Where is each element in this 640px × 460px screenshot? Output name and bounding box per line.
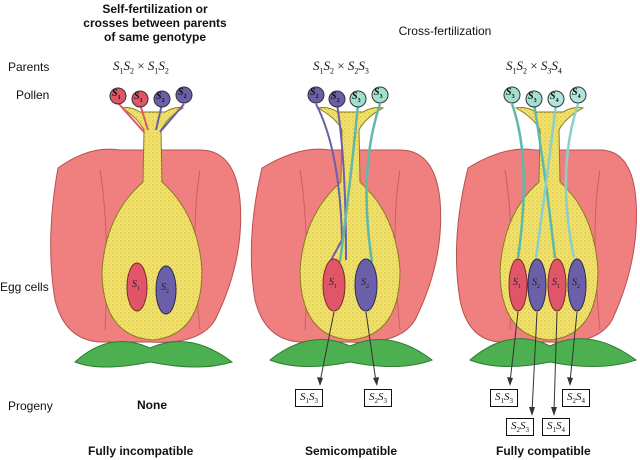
pollen-label-left-1: S1 (112, 88, 121, 101)
leaves-right (469, 338, 638, 367)
egg-cell-left-1 (126, 262, 148, 312)
cross-left: S1S2 × S1S2 (113, 58, 169, 76)
arrow-right-4 (569, 311, 578, 383)
pollen-grain-left-3 (153, 90, 171, 108)
egg-cell-right-2 (527, 258, 547, 312)
progeny-left: None (137, 398, 167, 412)
progeny-box-middle-1: S1S3 (295, 389, 323, 408)
pollen-grain-middle-1 (307, 86, 325, 104)
pollen-label-middle-2: S2 (331, 91, 340, 104)
pollen-label-middle-1: S2 (310, 87, 319, 100)
pistil-left (101, 107, 203, 341)
pollen-grain-left-2 (131, 90, 149, 108)
pistil-middle (299, 107, 401, 341)
arrow-right-1 (509, 311, 519, 383)
footer-middle: Semicompatible (305, 444, 398, 458)
arrow-right-3 (553, 311, 558, 413)
pollen-right (503, 86, 587, 108)
egg-cell-left-2 (155, 265, 177, 315)
pollen-label-middle-3: S3 (352, 91, 361, 104)
pollen-grain-right-1 (503, 86, 521, 104)
pollen-label-right-1: S3 (506, 87, 515, 100)
leaves-left (74, 341, 234, 368)
pollen-grain-left-1 (109, 87, 127, 105)
progeny-box-middle-2: S2S3 (364, 389, 392, 408)
progeny-box-right-4: S1S4 (542, 418, 570, 437)
leaves-middle (269, 339, 434, 367)
flower-middle (250, 103, 442, 386)
egg-label-middle-1: S1 (329, 277, 337, 290)
progeny-box-right-1: S1S3 (490, 389, 518, 408)
egg-label-right-1: S1 (513, 277, 521, 290)
pollen-grain-right-2 (525, 90, 543, 108)
footer-left: Fully incompatible (88, 444, 194, 458)
pollen-label-right-2: S3 (528, 91, 537, 104)
egg-cell-right-4 (567, 258, 587, 312)
pollen-grain-right-4 (569, 86, 587, 104)
progeny-box-right-2: S2S4 (562, 389, 590, 408)
row-label-pollen: Pollen (16, 88, 50, 102)
arrow-middle-2 (365, 311, 377, 383)
egg-cell-right-1 (508, 258, 528, 312)
pollen-grain-middle-3 (349, 90, 367, 108)
flower-right (455, 103, 638, 416)
pollen-label-middle-4: S3 (374, 87, 383, 100)
header-left: Self-fertilization or crosses between pa… (70, 2, 240, 44)
egg-label-left-1: S1 (132, 279, 140, 292)
arrow-middle-1 (319, 311, 335, 383)
progeny-box-right-3: S2S3 (506, 418, 534, 437)
pollen-left (109, 86, 193, 108)
pollen-label-right-3: S4 (550, 91, 559, 104)
egg-label-left-2: S2 (161, 282, 169, 295)
egg-label-middle-2: S2 (361, 277, 369, 290)
header-left-line-2: crosses between parents (83, 16, 227, 30)
pollen-middle (307, 86, 389, 108)
egg-label-right-3: S1 (552, 277, 560, 290)
pollen-label-right-4: S4 (572, 87, 581, 100)
header-right: Cross-fertilization (398, 24, 492, 38)
footer-right: Fully compatible (496, 444, 591, 458)
arrow-right-2 (531, 311, 538, 413)
pollen-grain-right-3 (547, 90, 565, 108)
egg-label-right-2: S2 (532, 277, 540, 290)
cross-right: S1S2 × S3S4 (506, 58, 562, 76)
pollen-grain-middle-2 (328, 90, 346, 108)
pollen-label-left-2: S1 (134, 91, 143, 104)
egg-cell-middle-2 (354, 258, 378, 312)
pollen-grain-left-4 (175, 86, 193, 104)
egg-cell-right-3 (547, 258, 567, 312)
header-left-line-1: Self-fertilization or (102, 2, 208, 16)
row-label-parents: Parents (8, 60, 50, 74)
row-label-progeny: Progeny (8, 399, 53, 413)
row-label-egg-cells: Egg cells (0, 280, 49, 294)
header-left-line-3: of same genotype (103, 30, 207, 44)
cross-middle: S1S2 × S2S3 (313, 58, 369, 76)
flower-left (50, 103, 242, 368)
pollen-label-left-4: S2 (178, 87, 187, 100)
egg-label-right-4: S2 (572, 277, 580, 290)
egg-cell-middle-1 (322, 258, 346, 312)
pollen-label-left-3: S2 (156, 91, 165, 104)
pollen-grain-middle-4 (371, 86, 389, 104)
